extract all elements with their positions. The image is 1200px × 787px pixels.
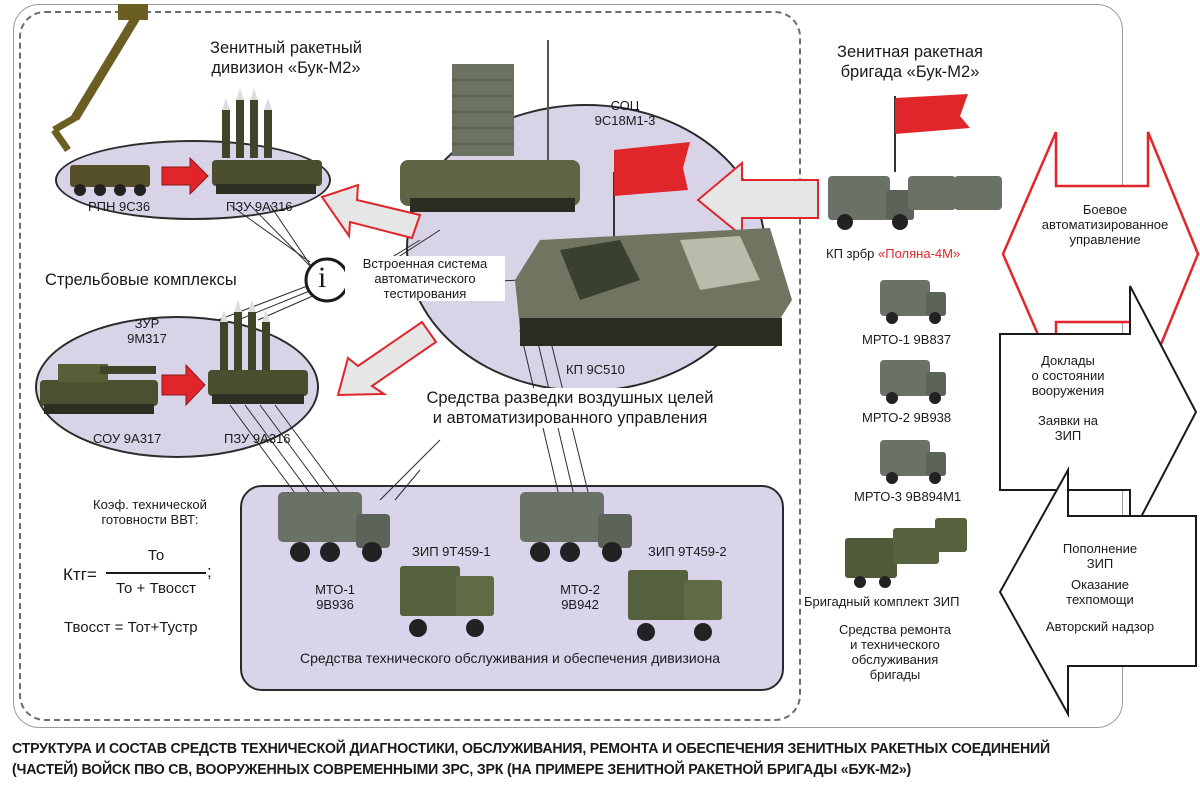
zip2-truck — [628, 570, 722, 641]
soc-label: СОЦ 9С18М1-3 — [594, 98, 656, 128]
mto1-truck — [278, 492, 390, 562]
reports-text: Доклады о состоянии вооружения — [1031, 353, 1105, 398]
zip2-label: ЗИП 9Т459-2 — [648, 544, 727, 559]
rpn-vehicle — [51, 4, 150, 196]
mrto3-truck — [880, 440, 946, 484]
pzu-top-label: ПЗУ 9А316 — [226, 199, 293, 214]
mto1-label: МТО-1 9В936 — [315, 582, 355, 612]
info-icon — [304, 257, 350, 303]
kp-vehicle — [515, 228, 792, 346]
brigade-zip-label: Бригадный комплект ЗИП — [804, 594, 960, 609]
sou-vehicle — [40, 364, 158, 414]
pzu-top-vehicle — [212, 88, 322, 194]
zur-label: ЗУР 9М317 — [127, 316, 167, 346]
maintenance-box-label: Средства технического обслуживания и обе… — [299, 650, 720, 666]
red-arrow-bottom — [161, 363, 206, 407]
firing-complexes-label: Стрельбовые комплексы — [45, 271, 237, 289]
zip1-truck — [400, 566, 494, 637]
rpn-label: РПН 9С36 — [88, 199, 151, 214]
mrto2-label: МРТО-2 9В938 — [862, 410, 952, 425]
arrow-brigade-to-division — [696, 160, 819, 239]
flag-brigade — [894, 94, 970, 172]
mrto2-truck — [880, 360, 946, 404]
mrto1-label: МРТО-1 9В837 — [862, 332, 952, 347]
soc-radar-vehicle — [400, 40, 580, 212]
reports-arrow — [999, 285, 1198, 539]
flag-division — [613, 142, 690, 240]
formula-denominator: То + Твосст — [116, 580, 196, 597]
figure-caption: СТРУКТУРА И СОСТАВ СРЕДСТВ ТЕХНИЧЕСКОЙ Д… — [12, 740, 1050, 778]
brigade-kp-label: КП зрбр «Поляна-4М» — [826, 246, 961, 261]
brigade-zip-trucks — [845, 518, 967, 588]
requests-text: Заявки на ЗИП — [1038, 413, 1098, 443]
replenish-text: Пополнение ЗИП — [1062, 541, 1138, 571]
brigade-kp-trucks — [828, 176, 1002, 230]
formula-numerator: То — [147, 547, 165, 564]
info-glyph: i — [318, 261, 327, 294]
replenishment-arrow — [998, 466, 1197, 718]
red-arrow-top — [161, 156, 209, 196]
readiness-heading: Коэф. технической готовности ВВТ: — [93, 497, 207, 527]
brigade-title: Зенитная ракетная бригада «Бук-М2» — [836, 43, 983, 81]
mto2-truck — [520, 492, 632, 562]
mrto3-label: МРТО-3 9В894М1 — [854, 489, 962, 504]
arrow-to-bottom-ellipse — [336, 320, 438, 397]
sou-label: СОУ 9А317 — [93, 431, 162, 446]
arrow-to-top-ellipse — [320, 183, 422, 240]
supervision-text: Авторский надзор — [1045, 619, 1155, 634]
formula-semicolon: ; — [207, 562, 212, 581]
mrto1-truck — [880, 280, 946, 324]
fraction-bar — [106, 572, 206, 574]
combat-control-text: Боевое автоматизированное управление — [1041, 202, 1169, 247]
division-title: Зенитный ракетный дивизион «Бук-М2» — [210, 39, 362, 77]
recon-label: Средства разведки воздушных целей и авто… — [395, 388, 745, 428]
bits-label: Встроенная система автоматического тести… — [345, 256, 505, 301]
mto2-label: МТО-2 9В942 — [560, 582, 600, 612]
brigade-repair-label: Средства ремонта и технического обслужив… — [838, 622, 952, 682]
zip1-label: ЗИП 9Т459-1 — [412, 544, 491, 559]
pzu-bottom-vehicle — [208, 300, 308, 404]
kp-label: КП 9С510 — [566, 362, 625, 377]
pzu-bottom-label: ПЗУ 9А316 — [224, 431, 291, 446]
t-formula: Твосст = Тот+Тустр — [64, 619, 198, 636]
k-label: Ктг= — [63, 565, 97, 584]
division-frame — [19, 11, 801, 721]
assist-text: Оказание техпомощи — [1066, 577, 1134, 607]
